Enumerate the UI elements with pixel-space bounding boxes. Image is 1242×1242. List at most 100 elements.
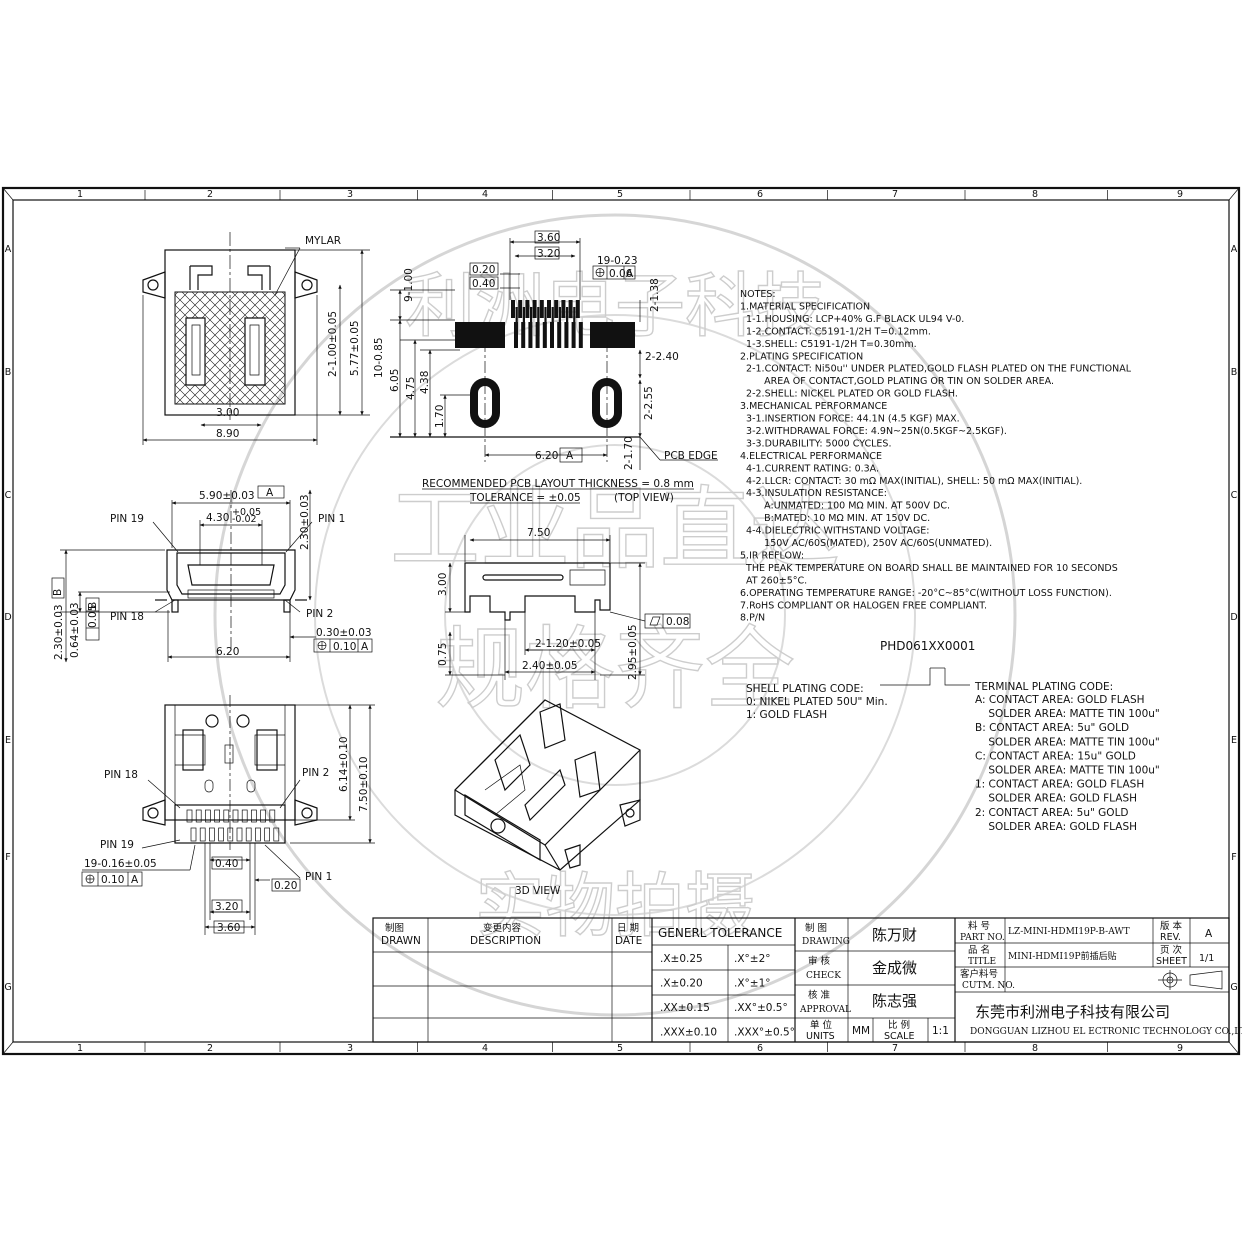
end-dim-230-right: 2.30±0.03 <box>299 494 311 550</box>
end-dim-430: 4.30 <box>206 512 229 524</box>
pcb-edge-label: PCB EDGE <box>664 450 718 462</box>
pcb-pad-lower <box>571 322 576 348</box>
top-view-pin <box>255 827 261 842</box>
terminal-code-line: SOLDER AREA: MATTE TIN 100u" <box>975 765 1160 777</box>
tb-drawing-cn: 制 图 <box>805 922 827 934</box>
top-pin-19: PIN 19 <box>100 839 134 851</box>
title-block: 制图 DRAWN 变更内容 DESCRIPTION 日 期 DATE GENER… <box>372 917 1242 1043</box>
grid-col-label: 5 <box>617 189 623 200</box>
tb-partno-cn: 料 号 <box>968 920 990 932</box>
terminal-code-line: 1: CONTACT AREA: GOLD FLASH <box>975 779 1144 791</box>
front-dim-577: 5.77±0.05 <box>349 320 361 376</box>
pcb-pad-upper <box>539 300 544 318</box>
pcb-pad-lower <box>528 322 533 348</box>
tb-check-cn: 审 核 <box>808 955 831 967</box>
top-tol-datum-a: A <box>131 874 139 886</box>
tb-check-name: 金成微 <box>872 959 917 977</box>
pcb-pad-lower <box>564 322 569 348</box>
pcb-note-tolerance: TOLERANCE = ±0.05 <box>469 492 581 504</box>
front-dim-300: 3.00 <box>216 407 239 419</box>
grid-col-label: 7 <box>892 1043 898 1054</box>
top-view-pin <box>218 827 224 842</box>
pcb-pad-upper <box>561 300 566 318</box>
shell-code-0: 0: NIKEL PLATED 50U" Min. <box>746 696 888 708</box>
grid-row-label: D <box>1230 612 1237 623</box>
watermark-bottom-text: 实物拍摄 <box>475 865 755 947</box>
pcb-pad-lower <box>514 322 518 348</box>
tb-title-value: MINI-HDMI19P前插后贴 <box>1008 950 1117 962</box>
bside-dim-750: 7.50 <box>527 527 550 539</box>
note-line: 3-1.INSERTION FORCE: 44.1N (4.5 KGF) MAX… <box>740 414 960 425</box>
top-view-pin <box>223 809 230 823</box>
side-dim-438: 4.38 <box>419 371 431 394</box>
tolerance-angular: .X°±2° <box>734 953 771 965</box>
note-line: 3.MECHANICAL PERFORMANCE <box>740 401 887 412</box>
front-dim-pitch: 2-1.00±0.05 <box>327 311 339 377</box>
grid-row-label: C <box>1231 490 1238 501</box>
pcb-dim-19-023: 19-0.23 <box>597 255 638 267</box>
note-line: 3-3.DURABILITY: 5000 CYCLES. <box>740 438 891 449</box>
grid-col-label: 3 <box>347 189 353 200</box>
tolerance-linear: .X±0.20 <box>660 978 703 990</box>
tb-sheet-value: 1/1 <box>1199 953 1214 964</box>
tb-date-cn: 日 期 <box>617 923 639 934</box>
grid-col-label: 7 <box>892 189 898 200</box>
end-pin-18: PIN 18 <box>110 611 144 623</box>
side-dim-9-100: 9-1.00 <box>403 268 415 302</box>
terminal-code-line: 2: CONTACT AREA: 5u" GOLD <box>975 807 1129 819</box>
top-dim-360: 3.60 <box>217 922 240 934</box>
pcb-pad-upper <box>518 300 523 318</box>
grid-row-label: G <box>1230 982 1237 993</box>
tb-sheet-en: SHEET <box>1156 956 1187 967</box>
grid-col-label: 4 <box>482 1043 488 1054</box>
grid-col-label: 5 <box>617 1043 623 1054</box>
top-view-pin <box>199 827 206 842</box>
pcb-pad-lower <box>542 322 547 348</box>
terminal-code-line: SOLDER AREA: GOLD FLASH <box>975 793 1137 805</box>
top-tol-010: 0.10 <box>101 874 124 886</box>
end-datum-a: A <box>266 487 274 499</box>
top-view-pin <box>245 827 252 842</box>
grid-col-label: 1 <box>77 189 83 200</box>
end-tol-010: 0.10 <box>333 641 356 653</box>
pcb-pad-upper <box>511 300 515 318</box>
tb-approval-en: APPROVAL <box>799 1005 851 1015</box>
grid-row-label: D <box>4 612 11 623</box>
note-line: 4-2.LLCR: CONTACT: 30 mΩ MAX(INITIAL), S… <box>740 476 1082 487</box>
note-line: 6.OPERATING TEMPERATURE RANGE: -20°C~85°… <box>740 588 1112 599</box>
note-line: 150V AC/60S(MATED), 250V AC/60S(UNMATED)… <box>740 538 992 549</box>
side-dim-475: 4.75 <box>405 377 417 400</box>
pcb-pad-upper <box>532 300 537 318</box>
end-view: 5.90±0.03 A 4.30 +0.05 -0.02 2.30±0.03 2… <box>51 485 373 663</box>
terminal-code-line: C: CONTACT AREA: 15u" GOLD <box>975 750 1136 762</box>
end-pin-19: PIN 19 <box>110 513 144 525</box>
pcb-note-thickness: RECOMMENDED PCB LAYOUT THICKNESS = 0.8 m… <box>422 478 694 490</box>
top-pin-1: PIN 1 <box>305 871 332 883</box>
top-view-pin <box>205 809 211 823</box>
note-line: 2-1.CONTACT: Ni50u'' UNDER PLATED,GOLD F… <box>740 364 1132 375</box>
tolerance-angular: .XXX°±0.5° <box>734 1027 795 1039</box>
top-pin-2: PIN 2 <box>302 767 329 779</box>
pcb-dim-2-138: 2-1.38 <box>649 278 661 312</box>
tb-approval-name: 陈志强 <box>872 992 917 1010</box>
grid-row-label: F <box>5 852 10 863</box>
tb-scale-en: SCALE <box>884 1031 914 1042</box>
end-dim-430-minus: -0.02 <box>232 514 257 525</box>
top-view-pin <box>209 827 215 842</box>
pcb-dim-620: 6.20 <box>535 450 558 462</box>
tb-scale-cn: 比 例 <box>888 1019 910 1031</box>
end-dim-230-left: 2.30±0.03 <box>53 604 65 660</box>
top-view-pin <box>260 809 266 823</box>
pcb-pad-lower <box>535 322 540 348</box>
pcb-pad-upper <box>525 300 530 318</box>
notes-block: NOTES:1.MATERIAL SPECIFICATION 1-1.HOUSI… <box>740 289 1132 624</box>
note-line: 1-2.CONTACT: C5191-1/2H T=0.12mm. <box>740 326 931 337</box>
tb-cust-cn: 客户料号 <box>960 968 998 980</box>
pcb-pad-lower <box>550 322 554 348</box>
grid-col-label: 9 <box>1177 189 1183 200</box>
pcb-pad-lower <box>557 322 562 348</box>
top-view-pin <box>186 809 193 823</box>
tb-cust-en: CUTM. NO. <box>962 981 1015 991</box>
tb-drawing-en: DRAWING <box>802 937 850 947</box>
